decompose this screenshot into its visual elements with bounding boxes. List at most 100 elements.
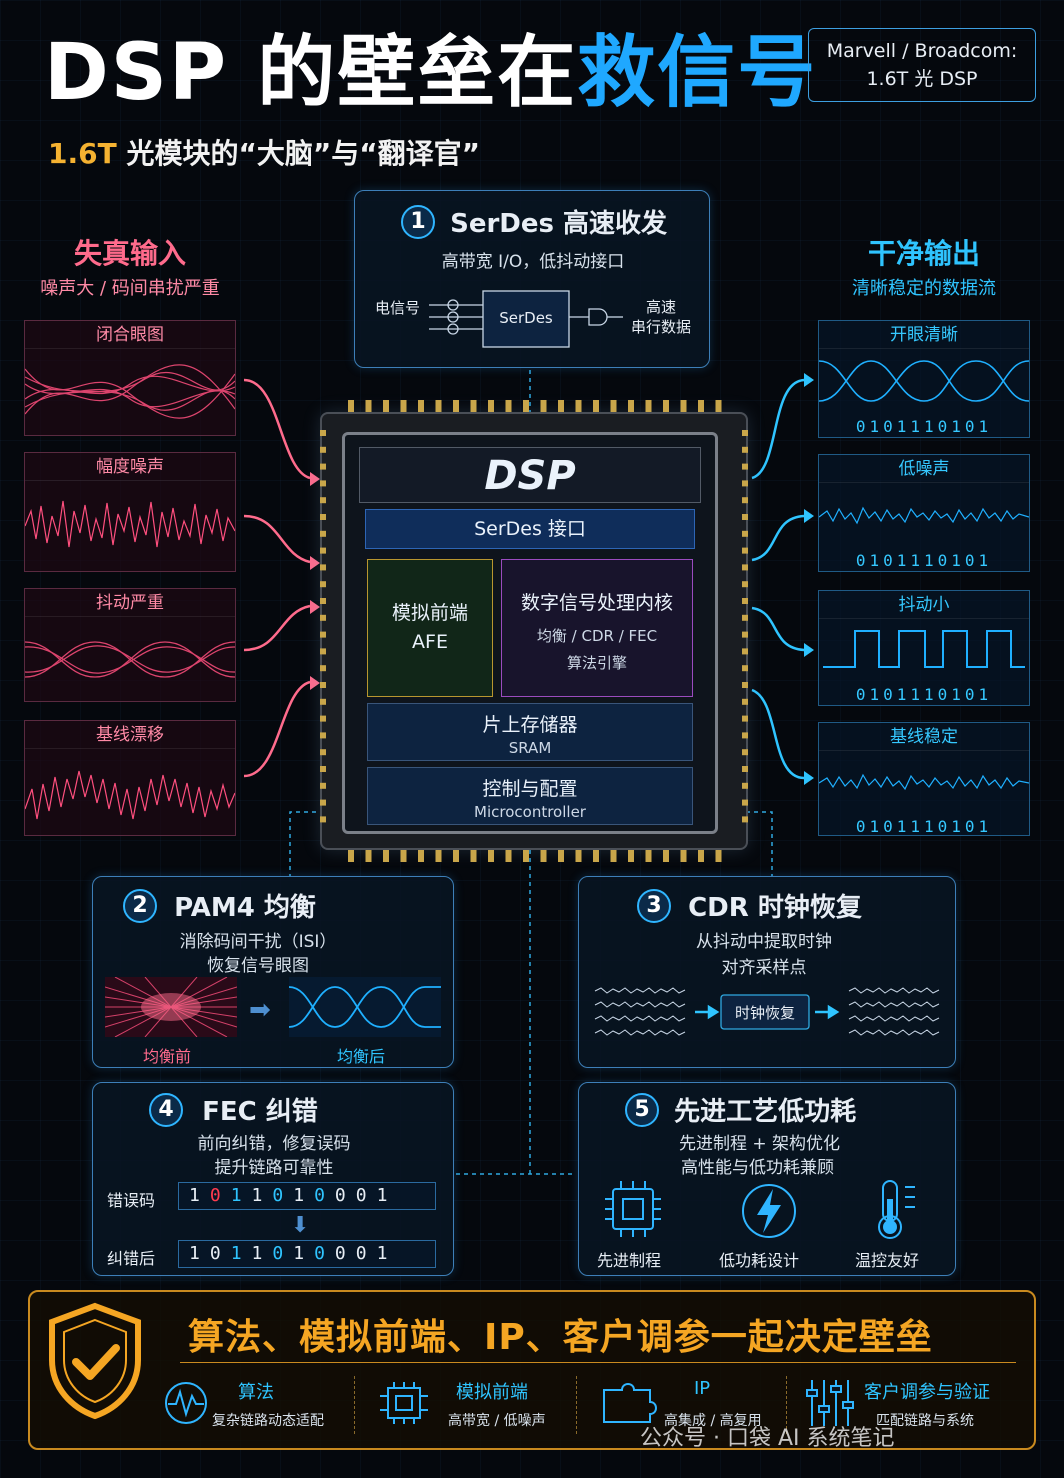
jitter-waveform	[24, 641, 236, 678]
chip-pin	[320, 497, 326, 504]
fec-bit: 1	[293, 1243, 315, 1264]
chip-control-block: 控制与配置 Microcontroller	[367, 767, 693, 825]
arrow-down-icon: ⬇	[291, 1213, 310, 1238]
chip-pin	[505, 400, 512, 412]
chip-pin	[742, 514, 748, 520]
puzzle-icon	[603, 1383, 657, 1423]
left-signal-box-noise: 幅度噪声	[24, 452, 236, 572]
chip-pin	[610, 400, 617, 412]
open-eye-waveform	[818, 360, 1030, 402]
chip-pin	[593, 850, 599, 862]
chip-pin	[742, 614, 748, 621]
chip-dsp-core-block: 数字信号处理内核 均衡 / CDR / FEC 算法引擎	[501, 559, 693, 697]
chip-pin	[383, 850, 389, 862]
chip-memory-block: 片上存储器 SRAM	[367, 703, 693, 761]
chip-pin	[610, 850, 617, 862]
chip-pin	[742, 631, 748, 638]
chip-pin	[680, 400, 687, 412]
subtitle-text: 光模块的“大脑”与“翻译官”	[116, 137, 481, 170]
fec-bit: 0	[209, 1243, 231, 1264]
chip-pin	[320, 799, 326, 806]
subtitle-highlight: 1.6T	[48, 137, 117, 170]
chip-pin	[715, 400, 722, 412]
chip-pin	[742, 715, 748, 722]
chip-pin	[418, 400, 424, 412]
fec-bit: 0	[334, 1243, 356, 1264]
chip-name-block: DSP	[359, 447, 701, 503]
right-signal-box-baseline: 基线稳定 0101110101	[818, 722, 1030, 836]
left-signal-box-eye: 闭合眼图	[24, 320, 236, 436]
chip-pin	[742, 463, 748, 470]
vendor-line2: 1.6T 光 DSP	[866, 68, 978, 90]
serdes-block-label: SerDes	[499, 309, 553, 327]
fec-bit: 0	[314, 1185, 335, 1206]
serdes-title-row: 1 SerDes 高速收发	[401, 203, 667, 240]
chip-pin	[742, 446, 748, 453]
fec-bit: 1	[376, 1243, 398, 1264]
serdes-output-line1: 高速	[645, 298, 676, 316]
process-title: 先进工艺低功耗	[674, 1097, 857, 1127]
stable-baseline-waveform	[818, 773, 1030, 791]
output-bits: 0101110101	[855, 417, 993, 436]
output-bits: 0101110101	[855, 685, 993, 704]
cdr-title-row: 3 CDR 时钟恢复	[637, 887, 862, 924]
fec-row-corrected: 1011010001	[178, 1240, 436, 1268]
chip-pin	[593, 400, 599, 412]
chip-pin	[742, 648, 748, 655]
fec-row-error: 1011010001	[178, 1182, 436, 1210]
bottom-item-title: IP	[694, 1378, 711, 1399]
chip-pin	[523, 400, 529, 412]
chip-pin	[558, 850, 564, 862]
serdes-block-diagram: SerDes	[429, 290, 623, 348]
process-item-2: 低功耗设计	[719, 1251, 800, 1270]
chip-pin	[575, 850, 582, 862]
chip-pin	[742, 497, 748, 504]
chip-dsp-core-sub2: 算法引擎	[566, 654, 627, 672]
fec-title-row: 4 FEC 纠错	[149, 1091, 318, 1128]
chip-pin	[680, 850, 687, 862]
serdes-title: SerDes 高速收发	[450, 209, 668, 239]
cdr-diagram: 时钟恢复	[594, 987, 940, 1036]
chip-pin	[742, 782, 748, 789]
closed-eye-waveform	[24, 364, 236, 419]
fec-bit: 1	[189, 1185, 210, 1206]
chip-pin	[320, 614, 326, 621]
noise-waveform	[24, 500, 236, 548]
fec-bit: 0	[209, 1185, 231, 1206]
chip-pin	[365, 400, 372, 412]
chip-pin	[320, 530, 326, 537]
chip-pin	[742, 799, 748, 806]
right-signal-box-noise: 低噪声 0101110101	[818, 454, 1030, 572]
chip-process-icon	[605, 1181, 661, 1237]
chip-pin	[742, 749, 748, 756]
bottom-banner	[28, 1290, 1036, 1450]
vendor-line1: Marvell / Broadcom:	[826, 40, 1018, 62]
chip-pin	[365, 850, 372, 862]
signal-label: 低噪声	[819, 455, 1029, 483]
square-waveform	[823, 630, 1025, 668]
chip-pin	[742, 547, 748, 554]
cdr-title: CDR 时钟恢复	[688, 893, 862, 923]
signal-label: 闭合眼图	[25, 321, 235, 349]
process-item-1: 先进制程	[597, 1251, 662, 1270]
chip-icon	[380, 1382, 428, 1424]
chip-dsp-core-label: 数字信号处理内核	[520, 592, 673, 614]
fec-bit: 1	[230, 1243, 252, 1264]
step-number-badge: 2	[123, 888, 157, 923]
cdr-block-label: 时钟恢复	[735, 1004, 795, 1022]
bottom-item-sub: 高集成 / 高复用	[664, 1413, 762, 1429]
eye-after-label: 均衡后	[337, 1047, 386, 1066]
chip-pin	[742, 480, 748, 487]
dsp-chip-die: DSP SerDes 接口 模拟前端 AFE 数字信号处理内核 均衡 / CDR…	[342, 432, 718, 834]
chip-pin	[320, 782, 326, 789]
chip-pin	[742, 682, 748, 688]
chip-afe-sub: AFE	[412, 631, 448, 653]
chip-pin	[470, 850, 477, 862]
chip-pin	[645, 400, 652, 412]
chip-pin	[742, 665, 748, 672]
watermark: 公众号 · 口袋 AI 系统笔记	[640, 1426, 895, 1451]
chip-pin	[698, 850, 704, 862]
chip-control-label: 控制与配置	[482, 778, 578, 800]
output-bits: 0101110101	[855, 551, 993, 570]
